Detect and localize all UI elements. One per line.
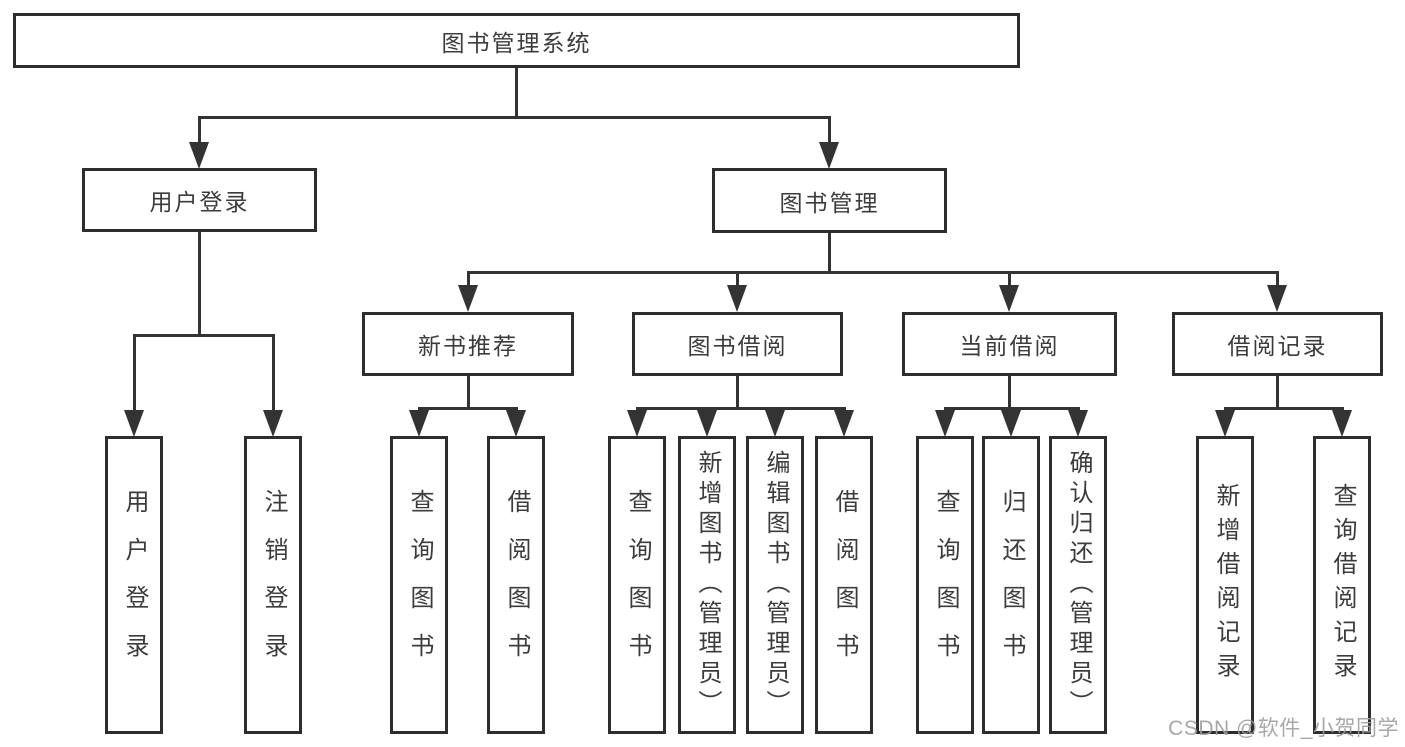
connector-line (197, 232, 201, 336)
connector-line (635, 407, 846, 410)
arrow-down-icon (999, 285, 1019, 312)
node-user-login: 用户登录 (82, 168, 317, 232)
connector-line (1007, 376, 1011, 409)
csdn-watermark: CSDN @软件_小贺同学 (1168, 717, 1399, 740)
leaf-query-borrow-record: 查询借阅记录 (1313, 436, 1371, 734)
leaf-edit-book-admin-label: 编辑图书（管理员） (762, 450, 789, 720)
connector-line (1007, 273, 1011, 289)
leaf-query-books-3: 查询图书 (916, 436, 974, 734)
connector-line (417, 407, 518, 410)
leaf-return-books-label: 归还图书 (998, 489, 1025, 681)
leaf-add-book-admin: 新增图书（管理员） (678, 436, 736, 734)
leaf-add-borrow-record: 新增借阅记录 (1196, 436, 1254, 734)
leaf-query-books-1-label: 查询图书 (406, 489, 433, 681)
connector-line (1223, 407, 1344, 410)
node-current-borrow: 当前借阅 (902, 312, 1117, 376)
node-new-book-recommend-label: 新书推荐 (418, 333, 518, 359)
node-root: 图书管理系统 (13, 13, 1020, 68)
connector-line (132, 336, 136, 412)
leaf-borrow-books-2-label: 借阅图书 (831, 489, 858, 681)
leaf-borrow-books-1-label: 借阅图书 (503, 489, 530, 681)
arrow-down-icon (124, 410, 144, 437)
leaf-borrow-books-1: 借阅图书 (487, 436, 545, 734)
arrow-down-icon (189, 142, 209, 169)
connector-line (1275, 273, 1279, 289)
connector-line (515, 68, 518, 118)
node-book-management: 图书管理 (712, 168, 947, 233)
connector-line (197, 116, 831, 119)
node-borrow-records: 借阅记录 (1172, 312, 1383, 376)
node-book-management-label: 图书管理 (779, 189, 880, 216)
connector-line (271, 336, 275, 412)
node-book-borrow: 图书借阅 (632, 312, 843, 376)
leaf-logout: 注销登录 (244, 436, 302, 734)
arrow-down-icon (834, 410, 854, 437)
leaf-logout-label: 注销登录 (260, 489, 287, 681)
node-book-borrow-label: 图书借阅 (687, 333, 788, 359)
leaf-query-borrow-record-label: 查询借阅记录 (1329, 483, 1356, 687)
node-current-borrow-label: 当前借阅 (959, 333, 1060, 359)
leaf-edit-book-admin: 编辑图书（管理员） (746, 436, 804, 734)
arrow-down-icon (697, 410, 717, 437)
arrow-down-icon (458, 285, 478, 312)
node-borrow-records-label: 借阅记录 (1227, 333, 1328, 359)
arrow-down-icon (1215, 410, 1235, 437)
connector-line (466, 271, 1279, 274)
leaf-user-login-label: 用户登录 (121, 489, 148, 681)
connector-line (197, 118, 201, 146)
connector-line (943, 407, 1080, 410)
leaf-confirm-return-admin: 确认归还（管理员） (1049, 436, 1107, 734)
leaf-query-books-1: 查询图书 (390, 436, 448, 734)
arrow-down-icon (263, 410, 283, 437)
leaf-query-books-2: 查询图书 (608, 436, 666, 734)
node-user-login-label: 用户登录 (149, 189, 250, 215)
connector-line (466, 376, 470, 409)
leaf-add-borrow-record-label: 新增借阅记录 (1212, 483, 1239, 687)
connector-line (1275, 376, 1279, 409)
arrow-down-icon (727, 285, 747, 312)
leaf-add-book-admin-label: 新增图书（管理员） (694, 450, 721, 720)
connector-line (466, 273, 470, 289)
leaf-confirm-return-admin-label: 确认归还（管理员） (1065, 450, 1092, 720)
arrow-down-icon (1267, 285, 1287, 312)
leaf-query-books-2-label: 查询图书 (624, 489, 651, 681)
leaf-return-books: 归还图书 (982, 436, 1040, 734)
arrow-down-icon (935, 410, 955, 437)
arrow-down-icon (409, 410, 429, 437)
arrow-down-icon (1001, 410, 1021, 437)
arrow-down-icon (1332, 410, 1352, 437)
arrow-down-icon (765, 410, 785, 437)
arrow-down-icon (819, 142, 839, 169)
node-new-book-recommend: 新书推荐 (362, 312, 574, 376)
node-root-label: 图书管理系统 (441, 29, 592, 56)
leaf-user-login: 用户登录 (105, 436, 163, 734)
leaf-borrow-books-2: 借阅图书 (815, 436, 873, 734)
connector-line (827, 233, 831, 273)
arrow-down-icon (506, 410, 526, 437)
leaf-query-books-3-label: 查询图书 (932, 489, 959, 681)
connector-line (827, 118, 831, 146)
arrow-down-icon (627, 410, 647, 437)
connector-line (735, 273, 739, 289)
connector-line (132, 334, 275, 337)
arrow-down-icon (1068, 410, 1088, 437)
connector-line (735, 376, 739, 409)
